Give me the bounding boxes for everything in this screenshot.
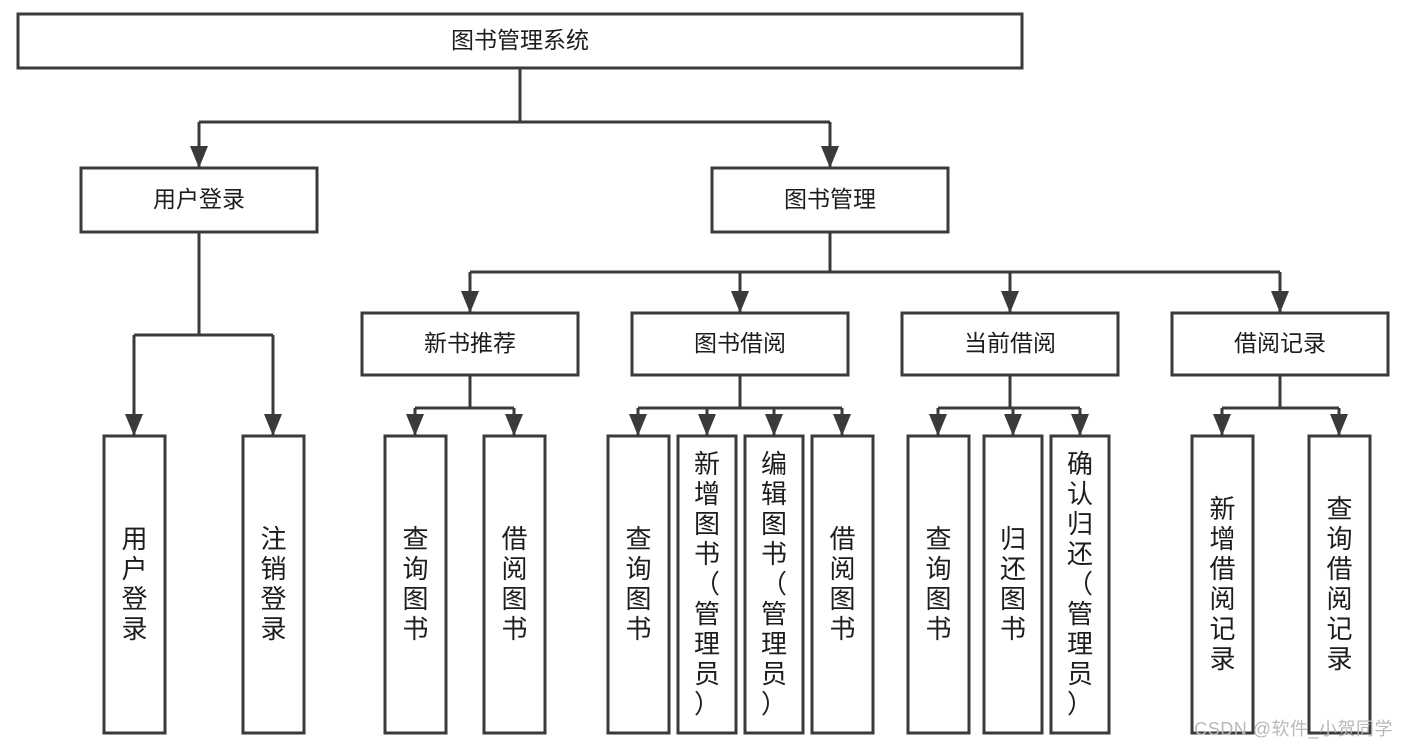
arrow-head-icon bbox=[765, 414, 783, 436]
arrow-head-icon bbox=[698, 414, 716, 436]
arrow-head-icon bbox=[190, 146, 208, 168]
node-leaf-borrow-book-2-box[interactable] bbox=[810, 434, 875, 735]
node-leaf-query-book-2-label: 查询图书 bbox=[625, 524, 651, 644]
node-current-borrow[interactable]: 当前借阅 bbox=[900, 311, 1120, 377]
arrow-head-icon bbox=[264, 414, 282, 436]
node-leaf-borrow-book-2[interactable]: 借阅图书 bbox=[810, 434, 875, 735]
node-leaf-query-book-1-label: 查询图书 bbox=[402, 524, 428, 644]
node-leaf-query-record-label: 查询借阅记录 bbox=[1326, 494, 1352, 674]
edge-new-book-to-leaves bbox=[406, 375, 523, 436]
node-borrow-record-label: 借阅记录 bbox=[1234, 330, 1326, 356]
arrow-head-icon bbox=[505, 414, 523, 436]
node-leaf-query-book-3[interactable]: 查询图书 bbox=[906, 434, 971, 735]
node-layer: 图书管理系统用户登录图书管理新书推荐图书借阅当前借阅借阅记录用户登录注销登录查询… bbox=[16, 12, 1390, 735]
node-user-login-box[interactable] bbox=[79, 166, 319, 234]
node-leaf-query-book-3-label: 查询图书 bbox=[925, 524, 951, 644]
node-leaf-logout[interactable]: 注销登录 bbox=[241, 434, 306, 735]
node-leaf-add-book[interactable]: 新增图书（管理员） bbox=[676, 434, 738, 735]
node-leaf-query-book-2[interactable]: 查询图书 bbox=[606, 434, 671, 735]
node-leaf-query-book-1[interactable]: 查询图书 bbox=[383, 434, 448, 735]
edge-user-login-to-leaves bbox=[125, 232, 282, 436]
node-leaf-edit-book-label: 编辑图书（管理员） bbox=[761, 449, 787, 719]
node-book-borrow[interactable]: 图书借阅 bbox=[630, 311, 850, 377]
node-root-label: 图书管理系统 bbox=[451, 27, 589, 53]
node-leaf-confirm-return-label: 确认归还（管理员） bbox=[1067, 449, 1093, 719]
node-leaf-borrow-book-2-label: 借阅图书 bbox=[829, 524, 855, 644]
node-leaf-return-book[interactable]: 归还图书 bbox=[982, 434, 1044, 735]
edge-book-manage-to-level3 bbox=[461, 232, 1289, 313]
node-leaf-borrow-book-1[interactable]: 借阅图书 bbox=[482, 434, 547, 735]
node-leaf-return-book-box[interactable] bbox=[982, 434, 1044, 735]
node-leaf-add-book-label: 新增图书（管理员） bbox=[694, 449, 720, 719]
node-new-book-recommend-label: 新书推荐 bbox=[424, 330, 516, 356]
node-leaf-borrow-book-1-box[interactable] bbox=[482, 434, 547, 735]
node-leaf-logout-box[interactable] bbox=[241, 434, 306, 735]
node-root[interactable]: 图书管理系统 bbox=[16, 12, 1024, 70]
node-leaf-confirm-return[interactable]: 确认归还（管理员） bbox=[1049, 434, 1111, 735]
edge-borrow-record-to-leaves bbox=[1213, 375, 1348, 436]
arrow-head-icon bbox=[1330, 414, 1348, 436]
arrow-head-icon bbox=[1213, 414, 1231, 436]
node-current-borrow-label: 当前借阅 bbox=[964, 330, 1056, 356]
node-new-book-recommend-box[interactable] bbox=[360, 311, 580, 377]
arrow-head-icon bbox=[929, 414, 947, 436]
node-leaf-add-record[interactable]: 新增借阅记录 bbox=[1190, 434, 1255, 735]
node-leaf-edit-book-box[interactable] bbox=[743, 434, 805, 735]
node-leaf-query-book-1-box[interactable] bbox=[383, 434, 448, 735]
node-new-book-recommend[interactable]: 新书推荐 bbox=[360, 311, 580, 377]
arrow-head-icon bbox=[406, 414, 424, 436]
arrow-head-icon bbox=[1004, 414, 1022, 436]
node-book-manage[interactable]: 图书管理 bbox=[710, 166, 950, 234]
node-borrow-record-box[interactable] bbox=[1170, 311, 1390, 377]
arrow-head-icon bbox=[1001, 291, 1019, 313]
edge-book-borrow-to-leaves bbox=[629, 375, 851, 436]
node-leaf-user-login[interactable]: 用户登录 bbox=[102, 434, 167, 735]
watermark-text: CSDN @软件_小贺同学 bbox=[1194, 719, 1393, 739]
node-leaf-user-login-label: 用户登录 bbox=[121, 524, 147, 644]
node-leaf-user-login-box[interactable] bbox=[102, 434, 167, 735]
node-book-manage-label: 图书管理 bbox=[784, 186, 876, 212]
arrow-head-icon bbox=[1271, 291, 1289, 313]
node-root-box[interactable] bbox=[16, 12, 1024, 70]
arrow-head-icon bbox=[731, 291, 749, 313]
arrow-head-icon bbox=[461, 291, 479, 313]
node-leaf-borrow-book-1-label: 借阅图书 bbox=[501, 524, 527, 644]
node-leaf-add-record-box[interactable] bbox=[1190, 434, 1255, 735]
arrow-head-icon bbox=[821, 146, 839, 168]
arrow-head-icon bbox=[833, 414, 851, 436]
arrow-head-icon bbox=[629, 414, 647, 436]
node-leaf-add-record-label: 新增借阅记录 bbox=[1209, 494, 1235, 674]
node-leaf-edit-book[interactable]: 编辑图书（管理员） bbox=[743, 434, 805, 735]
node-leaf-confirm-return-box[interactable] bbox=[1049, 434, 1111, 735]
arrow-head-icon bbox=[1071, 414, 1089, 436]
edge-current-borrow-to-leaves bbox=[929, 375, 1089, 436]
node-book-borrow-box[interactable] bbox=[630, 311, 850, 377]
node-book-manage-box[interactable] bbox=[710, 166, 950, 234]
node-user-login[interactable]: 用户登录 bbox=[79, 166, 319, 234]
node-leaf-query-record[interactable]: 查询借阅记录 bbox=[1307, 434, 1372, 735]
node-leaf-query-book-3-box[interactable] bbox=[906, 434, 971, 735]
arrow-head-icon bbox=[125, 414, 143, 436]
node-leaf-return-book-label: 归还图书 bbox=[1000, 524, 1026, 644]
node-leaf-logout-label: 注销登录 bbox=[260, 524, 286, 644]
node-leaf-query-record-box[interactable] bbox=[1307, 434, 1372, 735]
node-borrow-record[interactable]: 借阅记录 bbox=[1170, 311, 1390, 377]
node-leaf-query-book-2-box[interactable] bbox=[606, 434, 671, 735]
edge-root-to-level2 bbox=[190, 68, 839, 168]
node-current-borrow-box[interactable] bbox=[900, 311, 1120, 377]
node-leaf-add-book-box[interactable] bbox=[676, 434, 738, 735]
node-user-login-label: 用户登录 bbox=[153, 186, 245, 212]
node-book-borrow-label: 图书借阅 bbox=[694, 330, 786, 356]
connector-layer bbox=[125, 68, 1348, 436]
